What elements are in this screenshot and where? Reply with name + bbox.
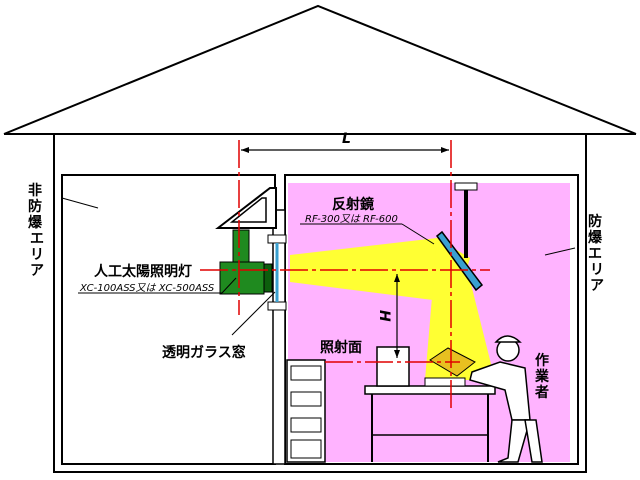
arrow-head — [241, 147, 249, 153]
explosion-area-label: 防 爆 エ リ ア — [588, 213, 604, 294]
cabinet-panel — [290, 391, 322, 407]
horizontal-light-beam — [290, 238, 470, 300]
svg-text:防: 防 — [28, 198, 42, 215]
worker-label: 作 業 者 — [534, 352, 550, 401]
svg-text:ア: ア — [30, 263, 44, 279]
worker-figure — [469, 335, 543, 463]
stack-on-table — [424, 377, 466, 387]
svg-text:エ: エ — [30, 231, 44, 247]
svg-text:業: 業 — [534, 368, 550, 385]
lamp-label: 人工太陽照明灯 — [94, 263, 192, 280]
leader-lines — [61, 197, 576, 336]
arrow-head — [394, 274, 400, 282]
svg-text:者: 者 — [535, 385, 549, 401]
box-on-table — [376, 346, 410, 387]
non-explosion-area-label: 非 防 爆 エ リ ア — [28, 182, 44, 279]
divider-wall — [272, 209, 286, 465]
arrow-head — [441, 147, 449, 153]
artificial-sun-lamp — [219, 229, 273, 295]
cabinet — [286, 359, 326, 463]
svg-text:リ: リ — [30, 247, 44, 263]
dimension-H-label: H — [376, 310, 392, 322]
svg-text:ア: ア — [590, 278, 604, 294]
window-frame-top — [267, 234, 287, 244]
dimension-L-label: L — [342, 131, 351, 147]
house-outer-wall — [53, 133, 587, 473]
svg-text:爆: 爆 — [588, 229, 603, 246]
lamp-bracket-inner — [229, 197, 267, 223]
lamp-models: XC-100ASS又は XC-500ASS — [79, 283, 215, 294]
svg-text:作: 作 — [535, 352, 549, 369]
svg-text:爆: 爆 — [28, 214, 43, 231]
house-roof — [3, 4, 637, 135]
reflector-mount — [454, 182, 478, 191]
cabinet-panel — [290, 417, 322, 433]
cabinet-panel — [290, 365, 322, 381]
vertical-light-beam — [425, 238, 495, 380]
svg-text:リ: リ — [590, 262, 604, 278]
center-lines — [200, 140, 490, 410]
reflector-models: RF-300又は RF-600 — [305, 214, 398, 225]
svg-text:防: 防 — [588, 213, 602, 230]
work-table-top — [364, 385, 496, 395]
svg-text:非: 非 — [28, 182, 42, 199]
reflector-label: 反射鏡 — [332, 196, 374, 213]
arrow-head — [394, 350, 400, 358]
glass-window-label: 透明ガラス窓 — [162, 344, 246, 361]
window-frame-bottom — [267, 301, 287, 311]
reflector-mirror — [435, 230, 484, 292]
irradiated-surface-label: 照射面 — [320, 339, 362, 356]
cabinet-panel — [290, 439, 322, 459]
svg-text:エ: エ — [588, 246, 602, 262]
